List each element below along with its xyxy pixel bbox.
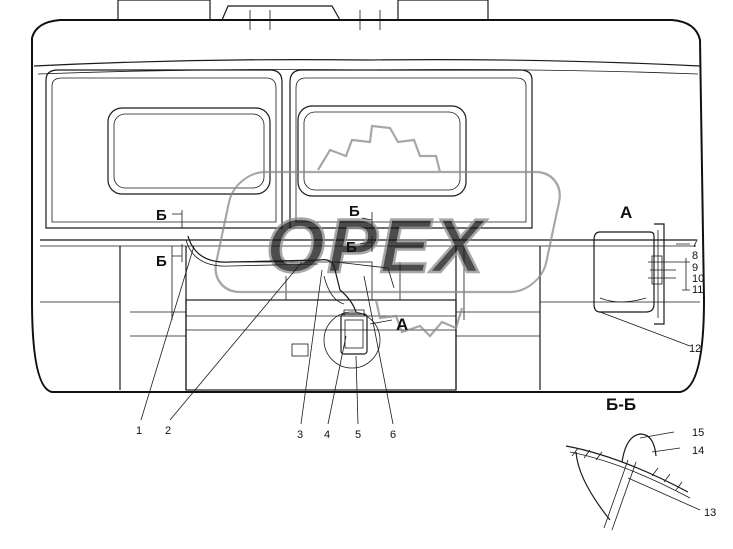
left-window [45,69,283,229]
callout-8: 8 [692,250,698,262]
callout-5: 5 [355,429,361,441]
callout-numbers-main: 1 2 3 4 5 6 [136,425,396,441]
watermark-logo: OPEX [214,124,561,338]
detail-view-a: А 7 8 9 10 11 12 [593,203,704,355]
callout-2: 2 [165,425,171,437]
cab-lower-structure [40,239,700,391]
callout-4: 4 [324,429,330,441]
callout-11: 11 [692,284,703,296]
callout-7: 7 [692,238,698,250]
section-b-mid-top: Б [349,203,360,220]
right-window [289,69,533,229]
lamp-assembly: А [323,309,408,369]
section-markers: Б Б Б Б [156,203,373,270]
detail-a-title: А [620,203,632,222]
watermark-text: OPEX [266,204,487,289]
callout-14: 14 [692,445,704,457]
wiring-harness [185,235,395,313]
callout-12: 12 [689,343,701,355]
callout-10: 10 [692,273,704,285]
leader-lines [140,245,394,425]
section-b-mid-bottom: Б [346,239,357,256]
section-bb-title: Б-Б [606,395,636,414]
view-a-marker: А [396,315,408,334]
callout-15: 15 [692,427,704,439]
callout-6: 6 [390,429,396,441]
callout-1: 1 [136,425,142,437]
section-b-left-top: Б [156,207,167,224]
section-b-left-bottom: Б [156,253,167,270]
section-b-b: Б-Б 15 14 13 [565,395,716,531]
callout-13: 13 [704,507,716,519]
callout-3: 3 [297,429,303,441]
callout-9: 9 [692,262,698,274]
